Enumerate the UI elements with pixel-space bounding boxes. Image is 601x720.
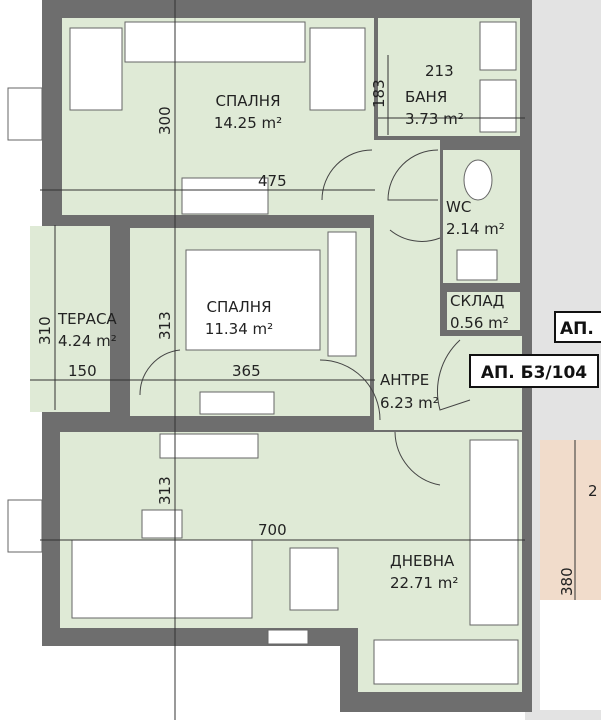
kitchen-counter	[373, 639, 519, 685]
room-storage	[447, 292, 520, 330]
room-hall	[374, 140, 440, 430]
sink	[479, 79, 517, 133]
wardrobe	[327, 231, 357, 357]
double-bed	[185, 249, 321, 351]
room-name: ДНЕВНА	[390, 552, 455, 570]
room-area: 2.14 m²	[446, 220, 505, 238]
door	[394, 431, 441, 486]
apartment-tag	[469, 354, 599, 388]
room-name: СКЛАД	[450, 292, 504, 310]
dimension-label: 313	[156, 476, 174, 505]
washing-machine	[479, 21, 517, 71]
window	[7, 499, 43, 553]
room-name: ТЕРАСА	[57, 310, 117, 328]
neighbor-floor	[540, 440, 601, 600]
window	[267, 629, 309, 645]
dimension-label: 365	[232, 362, 261, 380]
room-area: 3.73 m²	[405, 110, 464, 128]
room-area: 11.34 m²	[205, 320, 273, 338]
dimension-label: 183	[370, 79, 388, 108]
room-name: СПАЛНЯ	[207, 298, 272, 316]
room-name: АНТРЕ	[380, 371, 429, 389]
dimension-label: 310	[36, 316, 54, 345]
tv-stand	[159, 433, 259, 459]
room-name: БАНЯ	[405, 88, 447, 106]
desk	[181, 177, 269, 215]
wardrobe	[124, 21, 306, 63]
coffee-table	[141, 509, 183, 539]
sofa	[71, 539, 253, 619]
sink	[456, 249, 498, 281]
toilet	[463, 159, 493, 201]
window	[7, 87, 43, 141]
door	[321, 149, 373, 201]
dimension-label: 313	[156, 311, 174, 340]
dimension-label: 150	[68, 362, 97, 380]
dimension-label: 380	[558, 567, 576, 596]
room-terrace	[30, 226, 110, 412]
dresser	[199, 391, 275, 415]
neighbor-floor-white	[540, 600, 601, 710]
bed	[309, 27, 366, 111]
apartment-label: АП. Б3/104	[481, 363, 587, 383]
room-area: 22.71 m²	[390, 574, 458, 592]
room-area: 14.25 m²	[214, 114, 282, 132]
dimension-label: 475	[258, 172, 287, 190]
kitchen-counter	[469, 439, 519, 626]
dimension-label: 213	[425, 62, 454, 80]
neighbor-apartment-label: АП.	[560, 319, 594, 339]
bed	[69, 27, 123, 111]
neighbor-apartment-tag	[554, 311, 601, 343]
room-name: СПАЛНЯ	[216, 92, 281, 110]
room-area: 4.24 m²	[58, 332, 117, 350]
door	[387, 149, 439, 201]
dimension-label: 300	[156, 106, 174, 135]
room-name: WC	[446, 198, 471, 216]
dining-table	[289, 547, 339, 611]
dimension-label: 2	[588, 482, 598, 500]
room-area: 0.56 m²	[450, 314, 509, 332]
door	[389, 229, 441, 242]
entrance-door[interactable]	[437, 339, 471, 411]
dimension-label: 700	[258, 521, 287, 539]
room-area: 6.23 m²	[380, 394, 439, 412]
door	[139, 349, 181, 396]
door	[319, 359, 381, 421]
